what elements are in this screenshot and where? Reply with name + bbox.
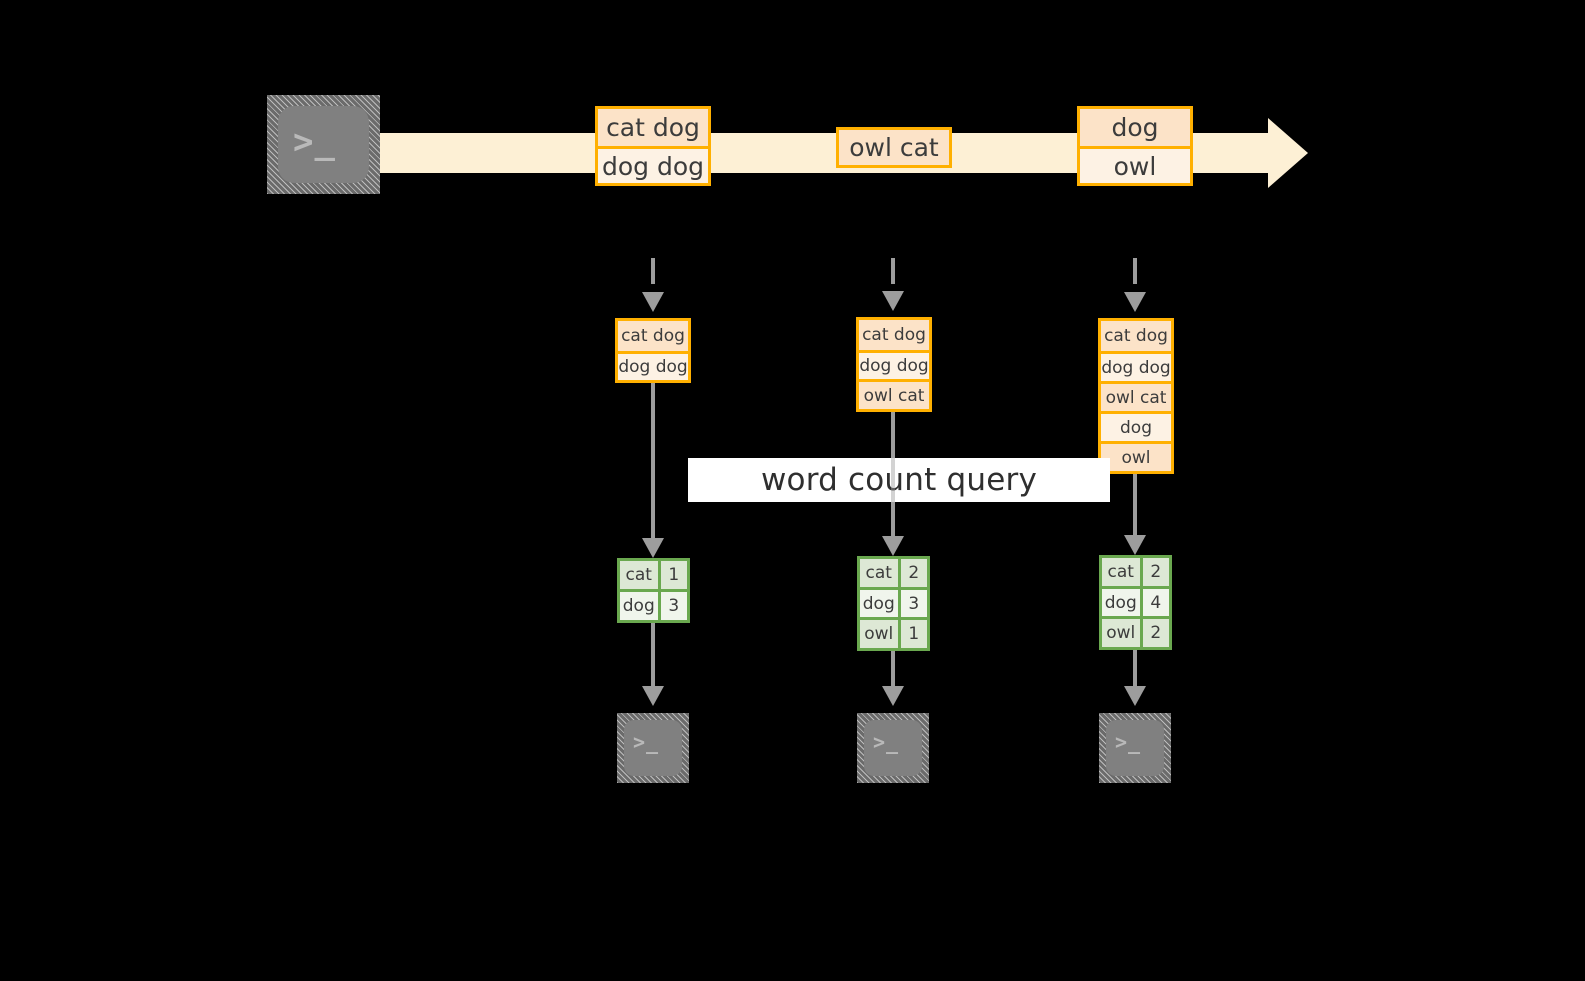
message-row: cat dog — [598, 109, 708, 146]
result-count: 2 — [897, 559, 927, 587]
terminal-face — [1106, 720, 1164, 776]
snapshot-3-sink-line — [1133, 650, 1137, 689]
snapshot-1-query-line — [651, 383, 655, 543]
table-row: owl 2 — [1102, 616, 1169, 648]
snapshot-2-sink-line — [891, 651, 895, 689]
snapshot-3-query-line — [1133, 474, 1137, 542]
snapshot-2-input-arrowhead — [882, 291, 904, 311]
message-row: owl — [1080, 146, 1190, 183]
result-count: 3 — [897, 589, 927, 618]
message-row: dog dog — [1101, 351, 1171, 381]
message-row: cat dog — [1101, 321, 1171, 351]
result-count: 2 — [1139, 619, 1169, 648]
snapshot-3-query-arrowhead — [1124, 535, 1146, 555]
result-word: cat — [860, 559, 898, 587]
snapshot-2-input-dashed-line — [891, 258, 895, 294]
stream-message-batch-2[interactable]: owl cat — [836, 127, 952, 168]
terminal-face — [278, 106, 369, 183]
terminal-face — [864, 720, 922, 776]
source-terminal-icon[interactable]: >_ — [267, 95, 380, 194]
snapshot-1-query-arrowhead — [642, 538, 664, 558]
message-row: cat dog — [618, 321, 688, 351]
snapshot-3-result-table[interactable]: cat 2 dog 4 owl 2 — [1099, 555, 1172, 650]
snapshot-2-query-arrowhead — [882, 536, 904, 556]
message-row: cat dog — [859, 320, 929, 350]
table-row: owl 1 — [860, 617, 927, 649]
snapshot-3-sink-terminal-icon[interactable]: >_ — [1099, 713, 1171, 783]
message-row: owl cat — [859, 379, 929, 409]
snapshot-1-result-table[interactable]: cat 1 dog 3 — [617, 558, 690, 623]
table-row: dog 3 — [860, 586, 927, 618]
message-row: owl cat — [839, 130, 949, 165]
snapshot-1-input-table[interactable]: cat dog dog dog — [615, 318, 691, 383]
snapshot-3-sink-arrowhead — [1124, 686, 1146, 706]
result-count: 3 — [657, 592, 687, 620]
table-row: cat 1 — [620, 561, 687, 589]
snapshot-2-input-table[interactable]: cat dog dog dog owl cat — [856, 317, 932, 412]
terminal-prompt-glyph: >_ — [1115, 730, 1142, 754]
snapshot-1-sink-terminal-icon[interactable]: >_ — [617, 713, 689, 783]
snapshot-2-sink-terminal-icon[interactable]: >_ — [857, 713, 929, 783]
result-word: owl — [1102, 619, 1140, 648]
query-label-band: word count query — [688, 458, 1110, 502]
snapshot-1-sink-arrowhead — [642, 686, 664, 706]
stream-message-batch-3[interactable]: dog owl — [1077, 106, 1193, 186]
result-word: dog — [1102, 588, 1140, 617]
message-row: owl — [1101, 441, 1171, 471]
terminal-prompt-glyph: >_ — [293, 122, 336, 162]
result-count: 4 — [1139, 588, 1169, 617]
result-word: owl — [860, 620, 898, 649]
message-row: dog dog — [618, 350, 688, 380]
table-row: dog 3 — [620, 589, 687, 620]
message-row: dog — [1080, 109, 1190, 146]
terminal-prompt-glyph: >_ — [633, 730, 660, 754]
snapshot-3-input-dashed-line — [1133, 258, 1137, 294]
snapshot-1-input-arrowhead — [642, 292, 664, 312]
message-row: dog — [1101, 411, 1171, 441]
message-row: dog dog — [598, 146, 708, 183]
snapshot-1-input-dashed-line — [651, 258, 655, 294]
result-word: cat — [1102, 558, 1140, 586]
terminal-face — [624, 720, 682, 776]
result-word: cat — [620, 561, 658, 589]
snapshot-3-input-table[interactable]: cat dog dog dog owl cat dog owl — [1098, 318, 1174, 474]
terminal-prompt-glyph: >_ — [873, 730, 900, 754]
result-word: dog — [620, 592, 658, 620]
snapshot-3-input-arrowhead — [1124, 292, 1146, 312]
snapshot-2-result-table[interactable]: cat 2 dog 3 owl 1 — [857, 556, 930, 651]
stream-message-batch-1[interactable]: cat dog dog dog — [595, 106, 711, 186]
table-row: cat 2 — [1102, 558, 1169, 586]
snapshot-1-sink-line — [651, 623, 655, 689]
query-label: word count query — [760, 462, 1038, 498]
stream-arrowhead — [1268, 118, 1308, 188]
message-row: dog dog — [859, 349, 929, 380]
snapshot-2-line-over-band — [891, 458, 895, 502]
snapshot-1-line-over-band — [651, 458, 655, 502]
result-word: dog — [860, 589, 898, 618]
result-count: 1 — [657, 561, 687, 589]
table-row: dog 4 — [1102, 585, 1169, 617]
result-count: 1 — [897, 620, 927, 649]
result-count: 2 — [1139, 558, 1169, 586]
table-row: cat 2 — [860, 559, 927, 587]
snapshot-2-sink-arrowhead — [882, 686, 904, 706]
message-row: owl cat — [1101, 381, 1171, 411]
